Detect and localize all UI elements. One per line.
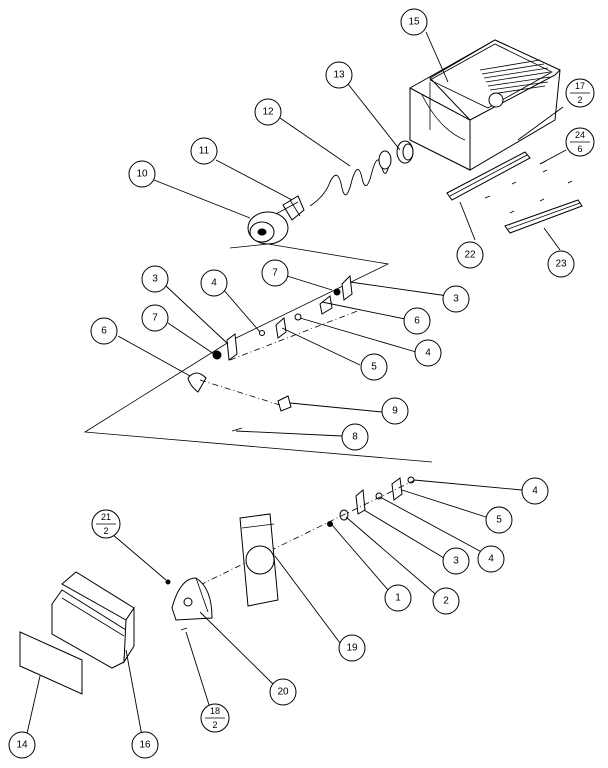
ice-bin-part-15 bbox=[409, 39, 561, 171]
svg-text:3: 3 bbox=[152, 274, 158, 285]
callout-3-top: 3 bbox=[442, 285, 470, 313]
door-panel-part-16 bbox=[51, 571, 135, 669]
callout-9: 9 bbox=[381, 397, 409, 425]
svg-text:12: 12 bbox=[262, 107, 274, 118]
svg-text:22: 22 bbox=[464, 250, 476, 261]
callout-7-left: 7 bbox=[141, 304, 169, 332]
svg-text:18: 18 bbox=[210, 706, 220, 716]
svg-text:23: 23 bbox=[555, 259, 567, 270]
svg-text:6: 6 bbox=[577, 144, 582, 154]
callout-15: 15 bbox=[400, 8, 428, 36]
callout-5-center: 5 bbox=[360, 353, 388, 381]
label-plate-part-14 bbox=[19, 631, 83, 695]
svg-text:4: 4 bbox=[425, 348, 431, 359]
svg-text:11: 11 bbox=[199, 146, 210, 157]
callout-16: 16 bbox=[131, 731, 159, 759]
housing-plate-part-19 bbox=[239, 513, 279, 607]
svg-text:3: 3 bbox=[453, 556, 459, 567]
svg-text:2: 2 bbox=[103, 526, 108, 536]
bushing-part-13 bbox=[396, 140, 414, 164]
svg-text:8: 8 bbox=[352, 432, 358, 443]
drive-motor-part-10 bbox=[247, 201, 299, 245]
svg-text:2: 2 bbox=[577, 95, 582, 105]
center-hardware bbox=[187, 274, 361, 432]
slide-rail-part-22 bbox=[446, 151, 531, 201]
svg-text:5: 5 bbox=[496, 515, 502, 526]
upper-panel-outline bbox=[83, 243, 433, 463]
svg-text:6: 6 bbox=[414, 316, 420, 327]
callout-1: 1 bbox=[384, 584, 412, 612]
svg-text:15: 15 bbox=[408, 17, 420, 28]
callout-4-center: 4 bbox=[414, 339, 442, 367]
svg-text:7: 7 bbox=[272, 268, 278, 279]
screw-part-21 bbox=[165, 579, 171, 585]
callout-24-over-6: 24 6 bbox=[565, 127, 595, 157]
svg-text:13: 13 bbox=[333, 70, 345, 81]
svg-text:7: 7 bbox=[152, 313, 158, 324]
callout-12: 12 bbox=[254, 98, 282, 126]
callout-8: 8 bbox=[341, 423, 369, 451]
leader-lines bbox=[25, 31, 567, 739]
svg-text:10: 10 bbox=[136, 169, 148, 180]
svg-text:3: 3 bbox=[453, 294, 459, 305]
svg-text:2: 2 bbox=[443, 596, 449, 607]
callout-4-top: 4 bbox=[200, 269, 228, 297]
svg-text:14: 14 bbox=[16, 740, 28, 751]
svg-text:1: 1 bbox=[395, 593, 401, 604]
callout-7-top: 7 bbox=[261, 259, 289, 287]
callout-22: 22 bbox=[456, 241, 484, 269]
callout-6-right: 6 bbox=[403, 307, 431, 335]
svg-text:24: 24 bbox=[575, 130, 585, 140]
callout-13: 13 bbox=[325, 61, 353, 89]
callout-4-lower: 4 bbox=[477, 545, 505, 573]
svg-text:16: 16 bbox=[139, 740, 151, 751]
svg-text:17: 17 bbox=[575, 81, 585, 91]
callout-19: 19 bbox=[338, 634, 366, 662]
svg-text:4: 4 bbox=[532, 486, 538, 497]
callout-3-lower: 3 bbox=[442, 547, 470, 575]
callout-3-left: 3 bbox=[141, 265, 169, 293]
callout-18-over-2: 18 2 bbox=[200, 703, 230, 733]
svg-text:21: 21 bbox=[101, 512, 111, 522]
svg-text:5: 5 bbox=[371, 362, 377, 373]
svg-text:4: 4 bbox=[488, 554, 494, 565]
callout-21-over-2: 21 2 bbox=[91, 509, 121, 539]
callout-20: 20 bbox=[269, 678, 297, 706]
lower-hardware bbox=[199, 476, 416, 586]
svg-text:20: 20 bbox=[277, 687, 289, 698]
callout-23: 23 bbox=[547, 250, 575, 278]
auger-spring-part-12 bbox=[309, 150, 392, 207]
svg-text:4: 4 bbox=[211, 278, 217, 289]
callout-11: 11 bbox=[190, 137, 218, 165]
callout-4-lower-right: 4 bbox=[521, 477, 549, 505]
slide-rail-part-23 bbox=[504, 199, 583, 234]
svg-text:19: 19 bbox=[346, 643, 358, 654]
callout-17-over-2: 17 2 bbox=[565, 78, 595, 108]
clip-part-11 bbox=[282, 195, 305, 221]
callout-5-lower: 5 bbox=[485, 506, 513, 534]
svg-text:9: 9 bbox=[392, 406, 398, 417]
callout-14: 14 bbox=[8, 731, 36, 759]
callout-6-left: 6 bbox=[90, 317, 118, 345]
svg-text:6: 6 bbox=[101, 326, 107, 337]
callout-2: 2 bbox=[432, 587, 460, 615]
motor-cover-part-20 bbox=[171, 577, 213, 621]
screw-part-18 bbox=[180, 627, 188, 631]
svg-text:2: 2 bbox=[212, 720, 217, 730]
callout-10: 10 bbox=[128, 160, 156, 188]
